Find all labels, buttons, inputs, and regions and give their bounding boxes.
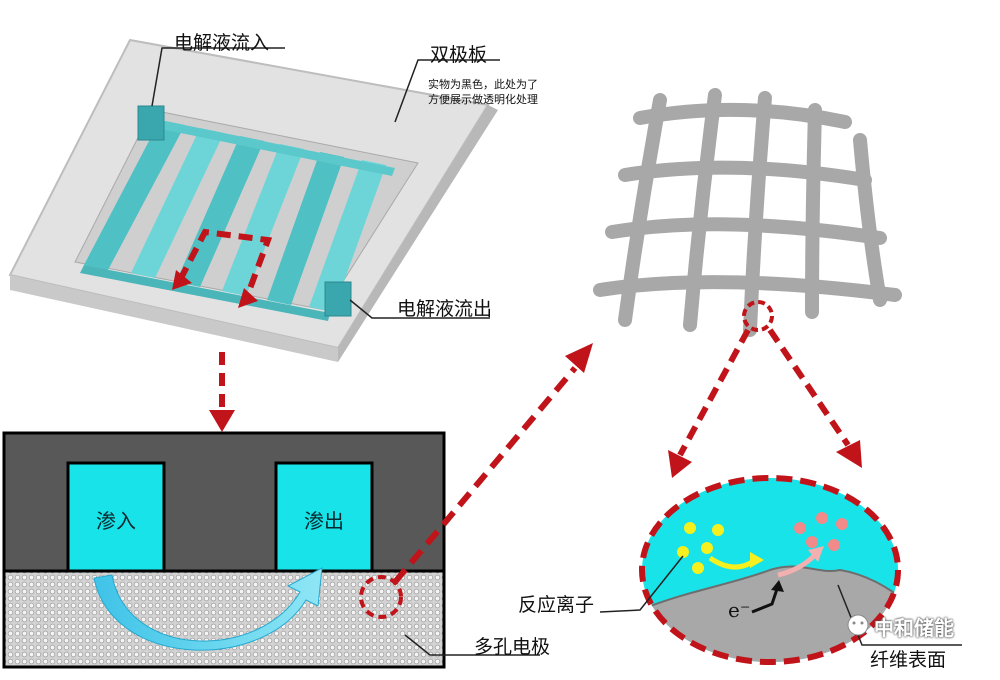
- zoom-circle-mesh: [742, 300, 774, 332]
- fiber-surface-label: 纤维表面: [870, 649, 947, 671]
- porous-electrode-label: 多孔电极: [474, 636, 551, 658]
- flow-curve-arrow: [93, 567, 323, 651]
- infiltrate-in-box: [66, 461, 166, 573]
- porous-electrode-layer: [2, 569, 446, 669]
- zoom-arrow-left-shaft: [677, 328, 751, 457]
- cross-section: [2, 431, 446, 669]
- ion-pink: [836, 518, 848, 530]
- ion-yellow: [692, 562, 704, 574]
- ion-pink: [828, 539, 840, 551]
- plate-flow-arrow: [177, 228, 273, 304]
- magnified-view: [639, 475, 901, 665]
- magnified-outline: [639, 475, 901, 665]
- infiltrate-in-label: 渗入: [96, 509, 136, 533]
- ion-yellow: [701, 542, 713, 554]
- bipolar-plate: [8, 38, 498, 362]
- fiber-mesh: [593, 88, 902, 337]
- infiltrate-out-label: 渗出: [304, 509, 344, 533]
- inlet-leader: [151, 47, 285, 107]
- down-arrow-head: [209, 410, 235, 432]
- ion-yellow: [684, 522, 696, 534]
- zoom-arrow-right-shaft: [767, 328, 851, 447]
- ion-pink: [816, 512, 828, 524]
- bipolar-plate-label: 双极板: [430, 44, 488, 66]
- diag-arrow-head: [565, 343, 593, 373]
- bipolar-leader: [394, 59, 500, 123]
- electron-arrow: [751, 585, 780, 614]
- ion-yellow: [677, 546, 689, 558]
- inlet-port: [137, 105, 165, 141]
- reactive-ions-label: 反应离子: [518, 594, 595, 616]
- zoom-arrow-right-head: [836, 440, 862, 468]
- plate-front-edge: [10, 275, 338, 362]
- porous-leader: [404, 634, 540, 656]
- ion-pink: [794, 522, 806, 534]
- fiber-surface-region: [642, 565, 898, 662]
- reactive-ions-leader: [599, 555, 684, 613]
- watermark-icon: [847, 614, 869, 636]
- bipolar-note-line1: 实物为黑色，此处为了: [428, 78, 538, 91]
- zoom-circle-small: [359, 575, 403, 619]
- ion-pink: [806, 536, 818, 548]
- plate-side-edge: [338, 105, 498, 362]
- product-arrow: [777, 553, 817, 578]
- electron-label: e⁻: [728, 598, 751, 622]
- outlet-label: 电解液流出: [397, 298, 493, 320]
- ion-yellow: [712, 524, 724, 536]
- zoom-arrow-left-head: [668, 450, 692, 478]
- watermark-text: 中和储能: [874, 616, 954, 640]
- fiber-surface-leader: [837, 584, 962, 646]
- inlet-label: 电解液流入: [174, 32, 270, 54]
- outlet-port: [324, 281, 352, 317]
- infiltrate-out-box: [274, 461, 374, 573]
- diag-arrow-shaft: [392, 366, 578, 584]
- outlet-leader: [349, 299, 490, 319]
- bipolar-note-line2: 方便展示做透明化处理: [428, 93, 538, 106]
